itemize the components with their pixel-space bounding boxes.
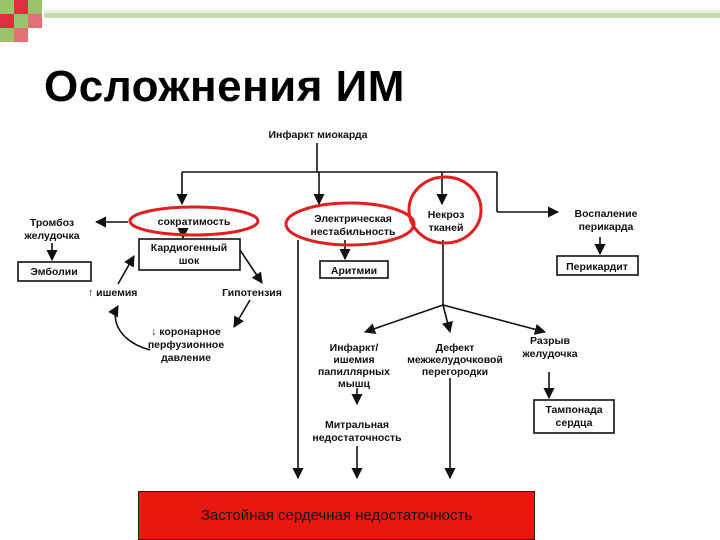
footer-label: Застойная сердечная недостаточность xyxy=(200,507,473,524)
inflammation-label-2: перикарда xyxy=(579,221,634,233)
root-label: Инфаркт миокарда xyxy=(268,129,367,141)
coronary-label-2: перфузионное xyxy=(148,339,225,351)
ischemia-label: ↑ ишемия xyxy=(88,287,137,299)
papillary-label-4: мышц xyxy=(338,378,370,390)
papillary-label-3: папиллярных xyxy=(318,366,390,378)
shock-box xyxy=(138,238,241,271)
inflammation-label-1: Воспаление xyxy=(575,208,638,220)
boxes xyxy=(17,238,639,434)
electrical-label-1: Электрическая xyxy=(314,213,392,225)
thrombus-label-2: желудочка xyxy=(23,230,79,242)
arrhythmia-box xyxy=(319,260,389,279)
necrosis-circle xyxy=(407,175,483,245)
shock-label-2: шок xyxy=(179,255,200,267)
rupture-label-2: желудочка xyxy=(521,348,577,360)
necrosis-label-1: Некроз xyxy=(428,209,465,221)
electrical-circle xyxy=(284,201,416,247)
connectors xyxy=(46,143,606,480)
footer-banner: Застойная сердечная недостаточность xyxy=(138,491,535,540)
electrical-label-2: нестабильность xyxy=(311,226,397,238)
labels: Инфаркт миокарда сократимость Электричес… xyxy=(23,129,637,444)
highlight-circles xyxy=(128,175,483,247)
pericarditis-box xyxy=(556,255,639,276)
tamponade-label-1: Тампонада xyxy=(545,404,602,416)
contractility-circle xyxy=(128,205,260,237)
necrosis-label-2: тканей xyxy=(429,222,464,234)
papillary-label-1: Инфаркт/ xyxy=(330,342,379,354)
thrombus-label-1: Тромбоз xyxy=(30,217,74,229)
mitral-label-1: Митральная xyxy=(325,419,389,431)
septal-label-3: перегородки xyxy=(422,366,488,378)
shock-label-1: Кардиогенный xyxy=(151,242,227,254)
contractility-label: сократимость xyxy=(158,216,231,228)
pericarditis-label: Перикардит xyxy=(566,261,628,273)
corner-decoration xyxy=(0,0,42,42)
papillary-label-2: ишемия xyxy=(333,354,374,366)
mitral-label-2: недостаточность xyxy=(312,432,402,444)
septal-label-2: межжелудочковой xyxy=(407,354,503,366)
top-gradient-bar xyxy=(44,10,720,18)
rupture-label-1: Разрыв xyxy=(530,335,570,347)
coronary-label-3: давление xyxy=(161,352,211,364)
arrhythmia-label: Аритмии xyxy=(331,265,377,277)
embolism-label: Эмболии xyxy=(30,266,77,278)
coronary-label-1: ↓ коронарное xyxy=(151,326,221,338)
slide-title: Осложнения ИМ xyxy=(44,62,405,111)
tamponade-box xyxy=(533,399,615,434)
tamponade-label-2: сердца xyxy=(556,417,593,429)
hypotension-label: Гипотензия xyxy=(222,287,282,299)
septal-label-1: Дефект xyxy=(436,342,475,354)
embolism-box xyxy=(17,261,92,282)
